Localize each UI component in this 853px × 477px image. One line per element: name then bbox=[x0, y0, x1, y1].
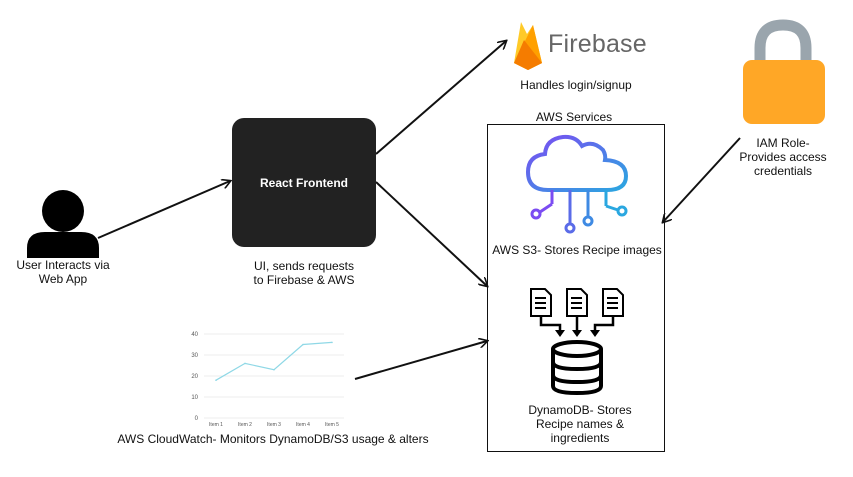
x-tick-label: Item 5 bbox=[325, 422, 339, 428]
react-caption: UI, sends requests to Firebase & AWS bbox=[253, 259, 355, 287]
aws-services-container bbox=[487, 124, 665, 452]
y-tick-label: 30 bbox=[191, 353, 198, 359]
data-point bbox=[215, 379, 217, 382]
arrow-user-to-react bbox=[97, 181, 230, 239]
iam-label: IAM Role- Provides access credentials bbox=[739, 136, 827, 178]
dynamodb-label: DynamoDB- Stores Recipe names & ingredie… bbox=[528, 403, 632, 445]
data-point bbox=[331, 341, 333, 344]
x-tick-label: Item 2 bbox=[238, 422, 252, 428]
x-tick-label: Item 4 bbox=[296, 422, 310, 428]
x-tick-label: Item 3 bbox=[267, 422, 281, 428]
y-tick-label: 0 bbox=[195, 416, 199, 422]
database-icon bbox=[551, 340, 603, 396]
arrow-cloudwatch-to-aws bbox=[354, 341, 487, 380]
y-tick-label: 20 bbox=[191, 374, 198, 380]
user-label: User Interacts via Web App bbox=[16, 258, 110, 286]
aws-title: AWS Services bbox=[535, 110, 613, 124]
y-tick-label: 40 bbox=[191, 332, 198, 338]
document-icon bbox=[566, 288, 588, 317]
arrow-react-to-aws bbox=[375, 181, 487, 286]
x-tick-label: Item 1 bbox=[209, 422, 223, 428]
s3-label: AWS S3- Stores Recipe images bbox=[492, 243, 662, 257]
data-point bbox=[302, 343, 304, 346]
y-tick-label: 10 bbox=[191, 395, 198, 401]
series-line bbox=[215, 341, 333, 381]
data-point bbox=[273, 368, 275, 371]
react-frontend-title: React Frontend bbox=[259, 175, 348, 190]
arrow-react-to-firebase bbox=[375, 41, 506, 155]
arrow-iam-to-aws bbox=[663, 137, 741, 222]
react-frontend-node: React Frontend bbox=[232, 118, 376, 247]
document-icon bbox=[530, 288, 552, 317]
firebase-brand: Firebase bbox=[548, 30, 647, 58]
firebase-caption: Handles login/signup bbox=[520, 78, 632, 92]
document-icon bbox=[602, 288, 624, 317]
cloudwatch-caption: AWS CloudWatch- Monitors DynamoDB/S3 usa… bbox=[117, 432, 429, 446]
data-point bbox=[244, 362, 246, 365]
